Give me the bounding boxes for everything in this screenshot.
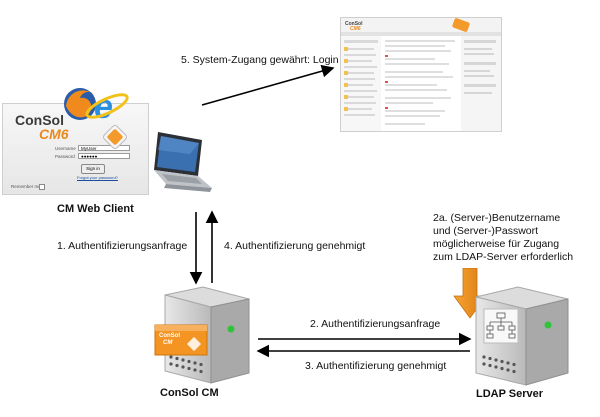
auth-approved-3-label: 3. Authentifizierung genehmigt — [305, 360, 447, 372]
laptop-icon — [154, 132, 212, 192]
internet-explorer-icon: e — [85, 88, 129, 124]
login-brand-top: ConSol — [15, 112, 64, 128]
ldap-note-line-4: zum LDAP-Server erforderlich — [433, 251, 574, 263]
auth-approved-4-label: 4. Authentifizierung genehmigt — [224, 240, 366, 252]
server-badge-line1: ConSol — [159, 333, 180, 339]
ldap-note-line-1: 2a. (Server-)Benutzername — [433, 212, 561, 224]
username-label: Username — [55, 146, 76, 151]
ldap-note-line-3: möglicherweise für Zugang — [433, 238, 560, 250]
ldap-server-icon — [475, 286, 569, 386]
app-screenshot-graphic: ConSol CM6 — [341, 18, 501, 131]
app-brand-bottom: CM6 — [350, 26, 361, 32]
web-client-label: CM Web Client — [57, 203, 134, 215]
auth-request-2-label: 2. Authentifizierungsanfrage — [310, 318, 441, 330]
brand-swoosh-icon — [103, 125, 127, 149]
forgot-password-link[interactable]: Forgot your password? — [77, 175, 118, 180]
ldap-note-line-2: und (Server-)Passwort — [433, 225, 539, 237]
login-brand-bottom: CM6 — [39, 126, 69, 142]
password-label: Password — [55, 154, 75, 159]
sign-in-button[interactable]: Sign in — [81, 164, 105, 174]
ldap-server-label: LDAP Server — [476, 388, 544, 400]
username-field[interactable]: MyUser — [78, 145, 130, 151]
system-access-label: 5. System-Zugang gewährt: Login — [181, 54, 339, 66]
remember-me-label: Remember me — [11, 184, 41, 189]
svg-text:e: e — [94, 88, 113, 124]
app-screenshot: ConSol CM6 — [340, 17, 502, 132]
auth-request-1-label: 1. Authentifizierungsanfrage — [57, 240, 188, 252]
app-brand-top: ConSol — [345, 21, 363, 27]
remember-me-checkbox[interactable] — [39, 184, 45, 190]
server-badge-line2: CM — [163, 340, 173, 346]
consol-cm-label: ConSol CM — [160, 387, 219, 399]
arrow-login — [201, 64, 335, 106]
browser-icons: e — [64, 88, 129, 124]
password-field[interactable]: ●●●●●● — [78, 153, 130, 159]
firefox-icon — [64, 88, 96, 120]
consol-cm-server-icon: ConSol CM — [154, 286, 250, 384]
